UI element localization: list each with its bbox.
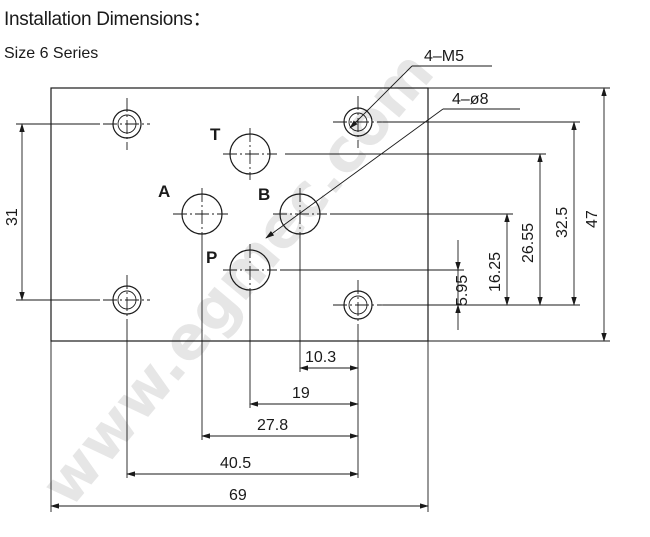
dimension-69: 69: [50, 487, 429, 509]
thread-hole-top-left: [112, 109, 142, 139]
callout-port-holes: 4–ø8: [265, 91, 520, 239]
dimension-27-8-label: 27.8: [257, 417, 288, 434]
dimension-5-95-label: 5.95: [454, 275, 471, 306]
port-b-hole: [279, 193, 321, 235]
dimension-5-95: 5.95: [454, 240, 471, 330]
dimension-32-5: 32.5: [554, 121, 577, 306]
dimension-19: 19: [249, 385, 359, 407]
series-subtitle: Size 6 Series: [4, 45, 99, 62]
port-b-label: B: [258, 185, 270, 204]
port-a-label: A: [158, 182, 170, 201]
dimension-40-5-label: 40.5: [220, 455, 251, 472]
thread-hole-bottom-right: [343, 290, 373, 320]
dimension-69-label: 69: [229, 487, 247, 504]
dimension-31: 31: [4, 123, 100, 301]
watermark: www.egmec.com: [28, 38, 448, 519]
port-p-hole: [229, 249, 271, 291]
dimension-19-label: 19: [292, 385, 310, 402]
dimension-27-8: 27.8: [201, 417, 359, 439]
page-title: Installation Dimensions：: [4, 9, 212, 30]
dimension-10-3-label: 10.3: [305, 349, 336, 366]
dimension-47-label: 47: [584, 210, 601, 228]
dimension-40-5: 40.5: [126, 455, 359, 477]
dimension-26-55: 26.55: [520, 153, 543, 306]
thread-hole-bottom-left: [112, 285, 142, 315]
dimension-31-label: 31: [4, 208, 21, 226]
callout-thread-label: 4–M5: [424, 48, 464, 65]
dimension-47: 47: [584, 87, 607, 342]
dimension-16-25-label: 16.25: [487, 252, 504, 292]
dimension-10-3: 10.3: [299, 349, 359, 371]
port-t-hole: [229, 133, 271, 175]
port-t-label: T: [210, 125, 221, 144]
port-a-hole: [181, 193, 223, 235]
dimension-26-55-label: 26.55: [520, 223, 537, 263]
dimension-16-25: 16.25: [487, 213, 510, 306]
port-p-label: P: [206, 248, 217, 267]
callout-thread-holes: 4–M5: [349, 48, 492, 129]
right-extension-lines: [280, 87, 610, 342]
thread-hole-top-right: [343, 107, 373, 137]
dimension-32-5-label: 32.5: [554, 207, 571, 238]
mounting-plate: [50, 87, 429, 342]
callout-port-label: 4–ø8: [452, 91, 489, 108]
